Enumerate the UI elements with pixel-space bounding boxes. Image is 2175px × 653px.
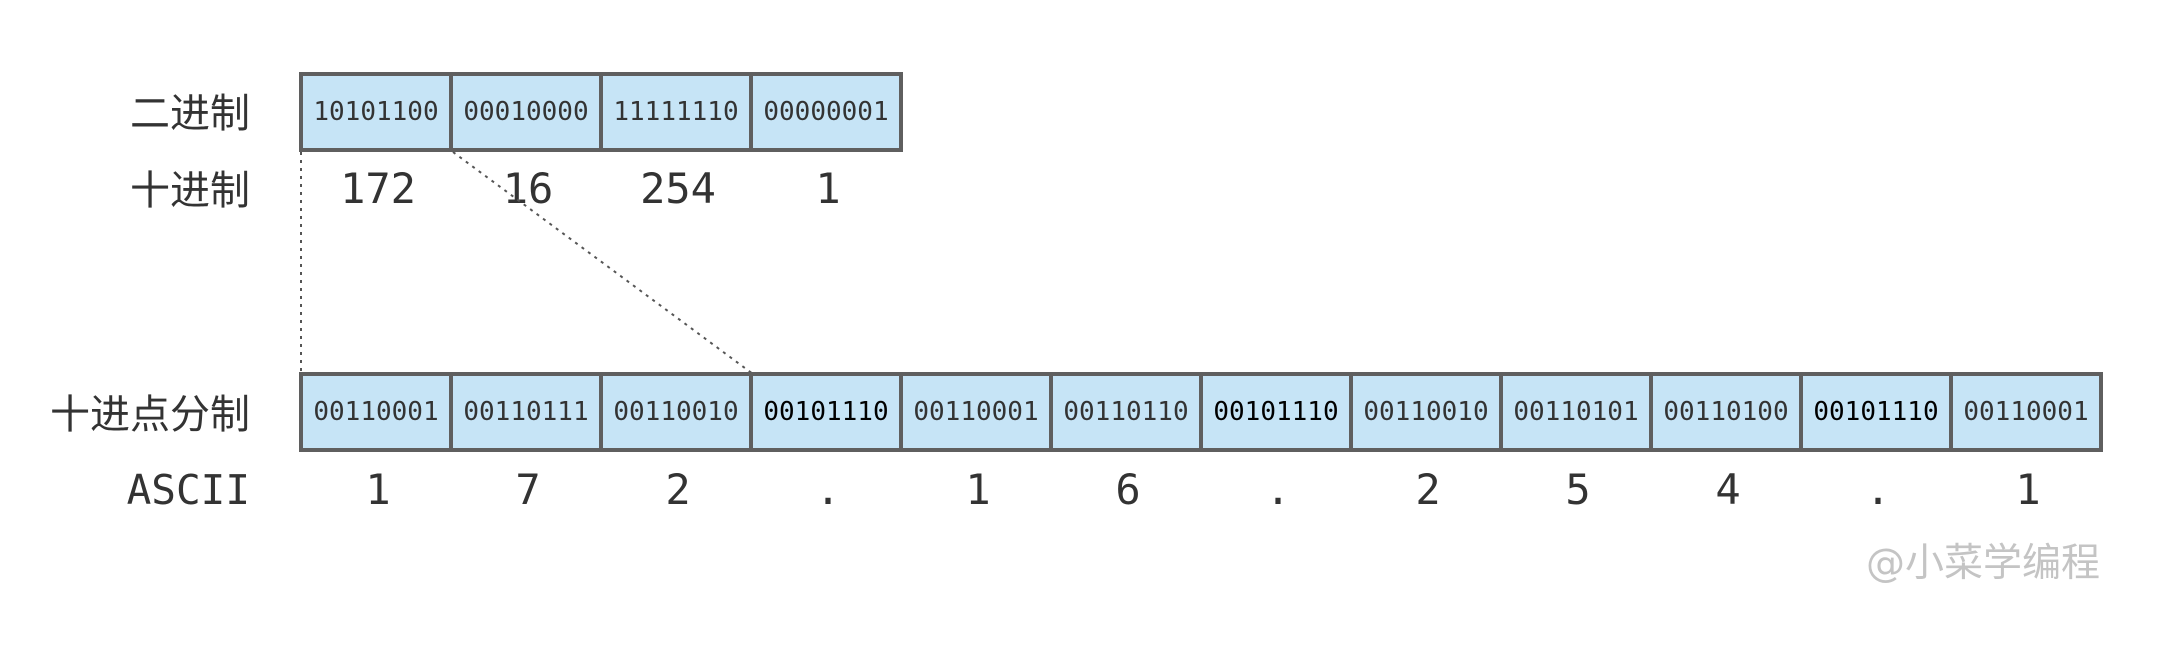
- ascii-char: 7: [515, 465, 541, 514]
- ascii-char: 5: [1565, 465, 1591, 514]
- decimal-value: 172: [340, 164, 416, 213]
- dotted-decimal-byte-cell: 00110101: [1503, 376, 1649, 448]
- ascii-char: 1: [2015, 465, 2041, 514]
- dotted-decimal-byte-cell: 00110001: [1953, 376, 2099, 448]
- dotted-decimal-byte-cell: 00110100: [1653, 376, 1799, 448]
- ascii-char: 2: [665, 465, 691, 514]
- decimal-row-label: 十进制: [130, 168, 250, 214]
- binary-octet-cell: 00000001: [753, 76, 899, 148]
- dotted-decimal-byte-cell: 00110001: [903, 376, 1049, 448]
- ascii-char: 2: [1415, 465, 1441, 514]
- decimal-value-row: 172 16 254 1: [303, 163, 903, 215]
- ascii-char-row: 1 7 2 . 1 6 . 2 5 4 . 1: [303, 464, 2103, 516]
- watermark: @小菜学编程: [1865, 541, 2100, 586]
- dotted-decimal-byte-cell: 00110110: [1053, 376, 1199, 448]
- dotted-decimal-byte-row: 00110001 00110111 00110010 00101110 0011…: [299, 372, 2103, 452]
- ascii-char: .: [1265, 465, 1291, 514]
- decimal-value: 16: [502, 164, 554, 213]
- ascii-char: 4: [1715, 465, 1741, 514]
- binary-octet-cell: 11111110: [603, 76, 749, 148]
- dotted-decimal-byte-cell: 00110010: [1353, 376, 1499, 448]
- dotted-decimal-row-label: 十进点分制: [50, 392, 250, 438]
- ascii-char: 6: [1115, 465, 1141, 514]
- binary-octet-cell: 00010000: [453, 76, 599, 148]
- dotted-decimal-byte-cell: 00110010: [603, 376, 749, 448]
- decimal-value: 254: [640, 164, 716, 213]
- dotted-decimal-byte-cell: 00101110: [1203, 376, 1349, 448]
- binary-octet-row: 10101100 00010000 11111110 00000001: [299, 72, 903, 152]
- binary-octet-cell: 10101100: [303, 76, 449, 148]
- ascii-row-label: ASCII: [126, 466, 250, 514]
- binary-row-label: 二进制: [130, 91, 250, 137]
- dotted-decimal-byte-cell: 00110111: [453, 376, 599, 448]
- dotted-decimal-byte-cell: 00101110: [753, 376, 899, 448]
- decimal-value: 1: [815, 164, 841, 213]
- ascii-char: .: [1865, 465, 1891, 514]
- ascii-char: 1: [965, 465, 991, 514]
- dotted-decimal-byte-cell: 00101110: [1803, 376, 1949, 448]
- ascii-char: 1: [365, 465, 391, 514]
- dotted-decimal-byte-cell: 00110001: [303, 376, 449, 448]
- ascii-char: .: [815, 465, 841, 514]
